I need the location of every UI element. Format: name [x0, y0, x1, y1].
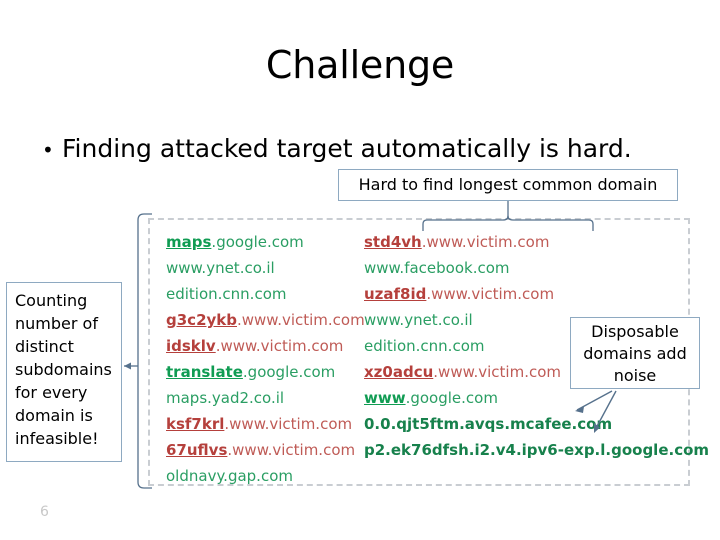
- domain-base-label: edition.cnn.com: [364, 337, 485, 355]
- domain-subdomain-label: translate: [166, 363, 243, 381]
- domain-subdomain-label: idsklv: [166, 337, 216, 355]
- bullet-item: • Finding attacked target automatically …: [36, 133, 696, 166]
- domain-base-label: www.ynet.co.il: [166, 259, 275, 277]
- domain-entry: g3c2ykb.www.victim.com: [166, 307, 366, 333]
- domain-base-label: www.ynet.co.il: [364, 311, 473, 329]
- domain-base-label: .www.victim.com: [421, 233, 550, 251]
- domain-base-label: .google.com: [242, 363, 336, 381]
- domain-entry: p2.ek76dfsh.i2.v4.ipv6-exp.l.google.com: [364, 437, 709, 463]
- domain-entry: 67uflvs.www.victim.com: [166, 437, 366, 463]
- domain-base-label: edition.cnn.com: [166, 285, 287, 303]
- page-title: Challenge: [265, 43, 455, 87]
- domain-entry: oldnavy.gap.com: [166, 463, 366, 489]
- domain-base-label: .www.victim.com: [433, 363, 562, 381]
- domain-subdomain-label: uzaf8id: [364, 285, 427, 303]
- domain-entry: ksf7krl.www.victim.com: [166, 411, 366, 437]
- domain-entry: translate.google.com: [166, 359, 366, 385]
- bullet-marker-icon: •: [42, 138, 54, 162]
- domain-base-label: .www.victim.com: [215, 337, 344, 355]
- domain-entry: maps.yad2.co.il: [166, 385, 366, 411]
- domain-base-label: .www.victim.com: [426, 285, 555, 303]
- connector-counting-arrowhead: [124, 362, 131, 370]
- domain-subdomain-label: g3c2ykb: [166, 311, 237, 329]
- domain-subdomain-label: www: [364, 389, 406, 407]
- domain-base-label: .www.victim.com: [227, 441, 356, 459]
- domain-subdomain-label: std4vh: [364, 233, 422, 251]
- callout-disposable-domains: Disposable domains add noise: [570, 317, 700, 389]
- domain-base-label: .google.com: [405, 389, 498, 407]
- domain-base-label: oldnavy.gap.com: [166, 467, 293, 485]
- domain-entry: www.facebook.com: [364, 255, 684, 281]
- domain-entry: std4vh.www.victim.com: [364, 229, 684, 255]
- domain-entry: maps.google.com: [166, 229, 366, 255]
- domain-entry: www.ynet.co.il: [166, 255, 366, 281]
- page-number: 6: [40, 504, 49, 520]
- domain-base-label: .www.victim.com: [237, 311, 365, 329]
- domain-base-label: .www.victim.com: [224, 415, 353, 433]
- callout-counting-subdomains: Counting number of distinct subdomains f…: [6, 282, 122, 462]
- domain-base-label: p2.ek76dfsh.i2.v4.ipv6-exp.l.google.com: [364, 441, 710, 459]
- domain-subdomain-label: xz0adcu: [364, 363, 434, 381]
- domain-entry: xz0adcu.www.victim.com: [364, 359, 684, 385]
- domain-entry: edition.cnn.com: [166, 281, 366, 307]
- domain-subdomain-label: ksf7krl: [166, 415, 225, 433]
- domain-base-label: .google.com: [211, 233, 304, 251]
- domain-base-label: maps.yad2.co.il: [166, 389, 285, 407]
- domain-base-label: 0.0.qjt5ftm.avqs.mcafee.com: [364, 415, 613, 433]
- bullet-text: Finding attacked target automatically is…: [62, 134, 632, 163]
- domain-subdomain-label: 67uflvs: [166, 441, 228, 459]
- domain-subdomain-label: maps: [166, 233, 212, 251]
- domain-entry: uzaf8id.www.victim.com: [364, 281, 684, 307]
- domain-entry: edition.cnn.com: [364, 333, 684, 359]
- domain-entry: 0.0.qjt5ftm.avqs.mcafee.com: [364, 411, 684, 437]
- callout-hard-to-find: Hard to find longest common domain: [338, 169, 678, 201]
- domain-base-label: www.facebook.com: [364, 259, 510, 277]
- domain-entry: idsklv.www.victim.com: [166, 333, 366, 359]
- domain-entry: www.google.com: [364, 385, 684, 411]
- domain-entry: www.ynet.co.il: [364, 307, 684, 333]
